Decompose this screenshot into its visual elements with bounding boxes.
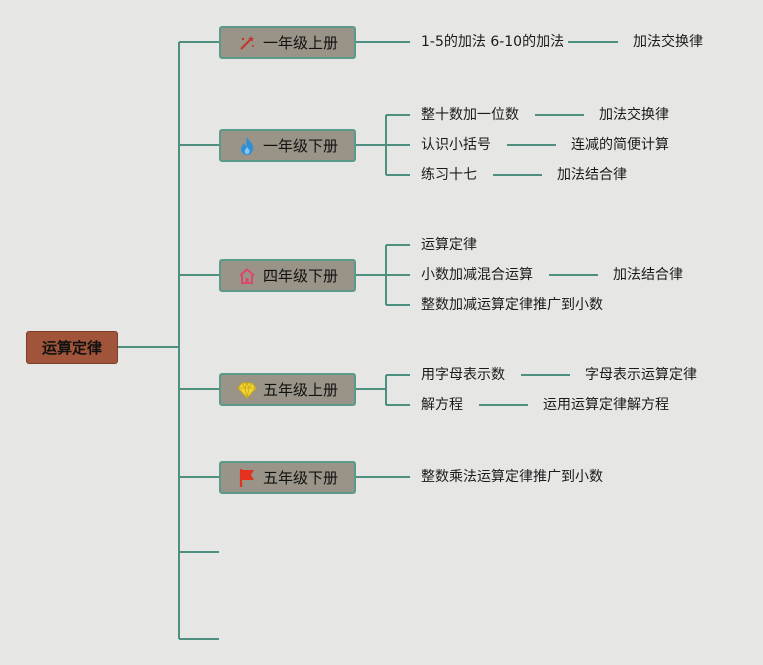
topic-node[interactable]: 小数加减混合运算 (421, 267, 533, 283)
subtopic-node[interactable]: 连减的简便计算 (571, 137, 669, 153)
grade-label: 五年级下册 (262, 469, 338, 487)
grade-node-1-upper[interactable]: 一年级上册 (219, 26, 356, 59)
topic-node[interactable]: 整数乘法运算定律推广到小数 (421, 469, 603, 485)
topic-node[interactable]: 运算定律 (421, 237, 477, 253)
magic-wand-icon (237, 33, 257, 53)
root-label: 运算定律 (41, 339, 102, 357)
subtopic-node[interactable]: 加法结合律 (557, 167, 627, 183)
subtopic-node[interactable]: 字母表示运算定律 (585, 367, 697, 383)
topic-node[interactable]: 解方程 (421, 397, 463, 413)
grade-label: 一年级下册 (262, 137, 338, 155)
subtopic-node[interactable]: 加法结合律 (613, 267, 683, 283)
subtopic-node[interactable]: 运用运算定律解方程 (543, 397, 669, 413)
topic-node[interactable]: 练习十七 (421, 167, 477, 183)
grade-label: 一年级上册 (262, 34, 338, 52)
grade-node-5-upper[interactable]: 五年级上册 (219, 373, 356, 406)
grade-node-1-lower[interactable]: 一年级下册 (219, 129, 356, 162)
grade-node-5-lower[interactable]: 五年级下册 (219, 461, 356, 494)
topic-node[interactable]: 整十数加一位数 (421, 107, 519, 123)
topic-node[interactable]: 用字母表示数 (421, 367, 505, 383)
topic-node[interactable]: 整数加减运算定律推广到小数 (421, 297, 603, 313)
house-icon (237, 266, 257, 286)
root-node[interactable]: 运算定律 (26, 331, 118, 364)
flag-icon (237, 468, 257, 488)
subtopic-node[interactable]: 加法交换律 (633, 34, 703, 50)
topic-node[interactable]: 1-5的加法 6-10的加法 (421, 34, 565, 50)
grade-label: 四年级下册 (262, 267, 338, 285)
diamond-icon (237, 380, 257, 400)
grade-label: 五年级上册 (262, 381, 338, 399)
grade-node-4-lower[interactable]: 四年级下册 (219, 259, 356, 292)
topic-node[interactable]: 认识小括号 (421, 137, 491, 153)
subtopic-node[interactable]: 加法交换律 (599, 107, 669, 123)
flame-icon (237, 136, 257, 156)
